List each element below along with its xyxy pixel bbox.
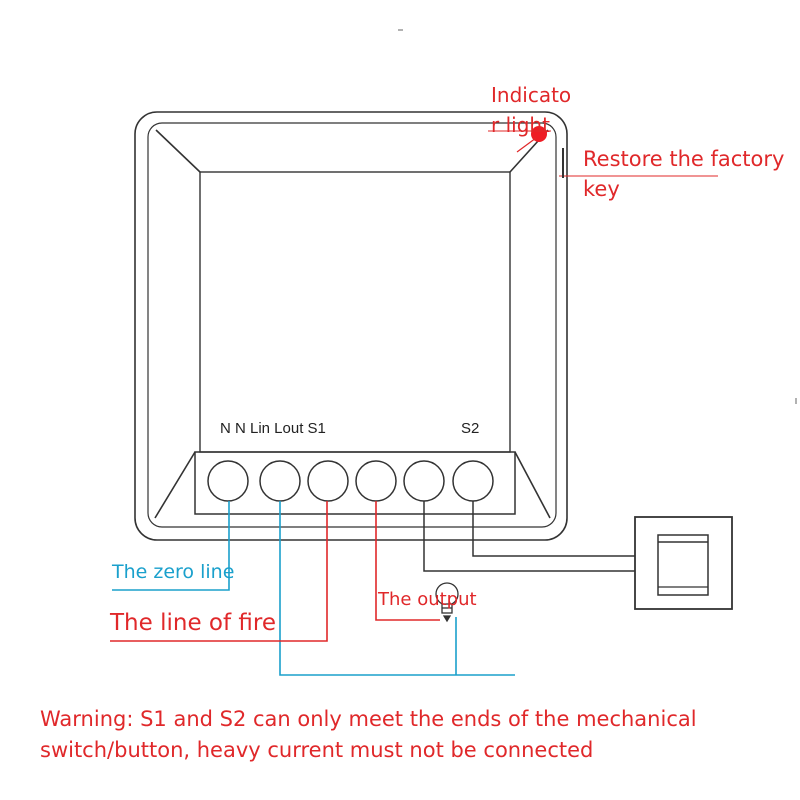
- fire-line-label: The line of fire: [110, 610, 276, 636]
- smart-switch-module: [134, 111, 568, 541]
- terminal-screw-s1: [403, 460, 445, 502]
- terminal-screw-n2: [259, 460, 301, 502]
- indicator-light-label: Indicato r light: [491, 80, 571, 140]
- warning-note: Warning: S1 and S2 can only meet the end…: [40, 704, 780, 766]
- module-outer-frame: [134, 111, 568, 541]
- wall-switch-icon: [634, 516, 733, 610]
- terminal-screws: [207, 460, 494, 502]
- restore-factory-key-label: Restore the factory key: [583, 144, 784, 204]
- module-inner-frame: [147, 122, 557, 528]
- terminal-labels-left: N N Lin Lout S1: [220, 420, 326, 437]
- warning-line1: Warning: S1 and S2 can only meet the end…: [40, 707, 697, 731]
- output-label: The output: [378, 589, 477, 610]
- module-front-face: [199, 171, 511, 453]
- terminal-label-s2: S2: [461, 420, 480, 437]
- light-bulb-icon: [435, 582, 459, 623]
- warning-line2: switch/button, heavy current must not be…: [40, 738, 594, 762]
- wall-switch-plate: [634, 516, 733, 610]
- indicator-light-label-line2: r light: [491, 113, 550, 137]
- restore-label-line2: key: [583, 177, 620, 201]
- terminal-screw-lin: [307, 460, 349, 502]
- wall-switch-rocker: [657, 534, 709, 596]
- switch-wires: [423, 501, 635, 572]
- terminal-block: [194, 451, 516, 515]
- terminal-screw-s2: [452, 460, 494, 502]
- zero-line-wires: [112, 501, 515, 676]
- terminal-screw-lout: [355, 460, 397, 502]
- restore-label-line1: Restore the factory: [583, 147, 785, 171]
- indicator-light-label-line1: Indicato: [491, 83, 572, 107]
- zero-line-label: The zero line: [112, 561, 235, 583]
- fire-line-wires: [110, 501, 440, 642]
- terminal-screw-n1: [207, 460, 249, 502]
